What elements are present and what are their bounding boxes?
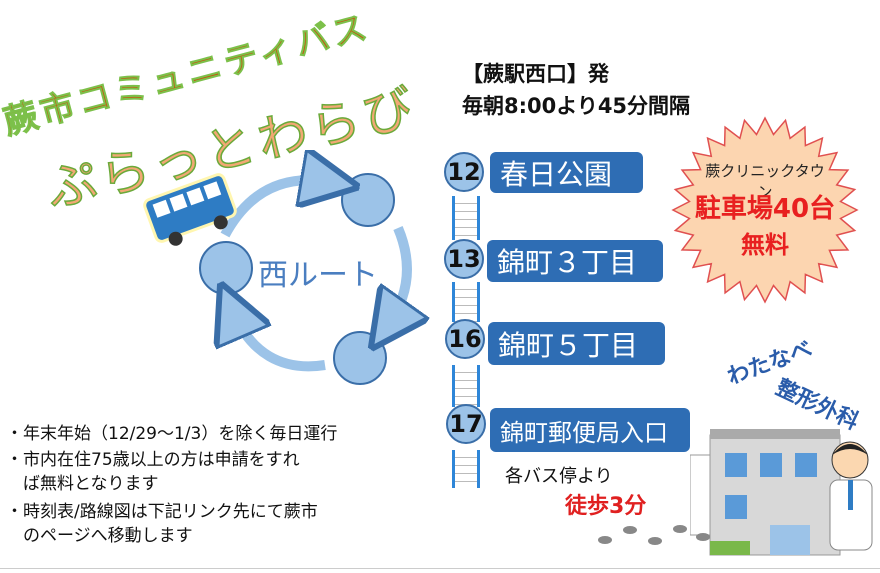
- bottom-divider: [0, 568, 880, 569]
- route-cycle-diagram: [199, 150, 430, 385]
- stop-number: 17: [446, 404, 486, 444]
- track-segment: [452, 365, 480, 407]
- route-node: [333, 331, 387, 385]
- stop-number: 12: [444, 152, 484, 192]
- stop-number: 16: [445, 319, 485, 359]
- note-line: のページへ移動します: [6, 526, 193, 546]
- note-line: ・年末年始（12/29～1/3）を除く毎日運行: [6, 424, 338, 444]
- track-segment: [452, 450, 480, 488]
- departure-interval: 毎朝8:00より45分間隔: [462, 94, 691, 118]
- walk-time: 徒歩3分: [565, 494, 647, 519]
- track-segment: [452, 282, 480, 322]
- walk-note: 各バス停より: [505, 466, 613, 487]
- departure-station: 【蕨駅西口】発: [462, 62, 609, 86]
- stop-name: 春日公園: [490, 152, 643, 193]
- note-line: ・時刻表/路線図は下記リンク先にて蕨市: [6, 502, 318, 522]
- clinic-building-illustration: [690, 429, 873, 556]
- route-node: [341, 173, 395, 227]
- doctor-icon: [829, 441, 873, 551]
- route-name: 西ルート: [258, 258, 378, 293]
- route-arrow: [232, 310, 326, 372]
- parking-place: 蕨クリニックタウン: [705, 162, 825, 201]
- route-node: [199, 241, 253, 295]
- parking-count: 駐車場40台: [694, 194, 836, 224]
- track-segment: [452, 196, 480, 240]
- stop-number: 13: [444, 239, 484, 279]
- footprints-icon: [598, 525, 710, 545]
- note-line: ・市内在住75歳以上の方は申請をすれ: [6, 450, 300, 470]
- note-line: ば無料となります: [6, 474, 159, 494]
- stop-name: 錦町３丁目: [487, 240, 663, 282]
- starburst-badge: [671, 116, 859, 304]
- route-arrow: [388, 226, 407, 325]
- stop-name: 錦町５丁目: [488, 322, 665, 365]
- stop-name: 錦町郵便局入口: [490, 408, 690, 452]
- route-arrow: [220, 180, 330, 238]
- bus-icon: [143, 173, 237, 246]
- parking-free: 無料: [741, 231, 789, 259]
